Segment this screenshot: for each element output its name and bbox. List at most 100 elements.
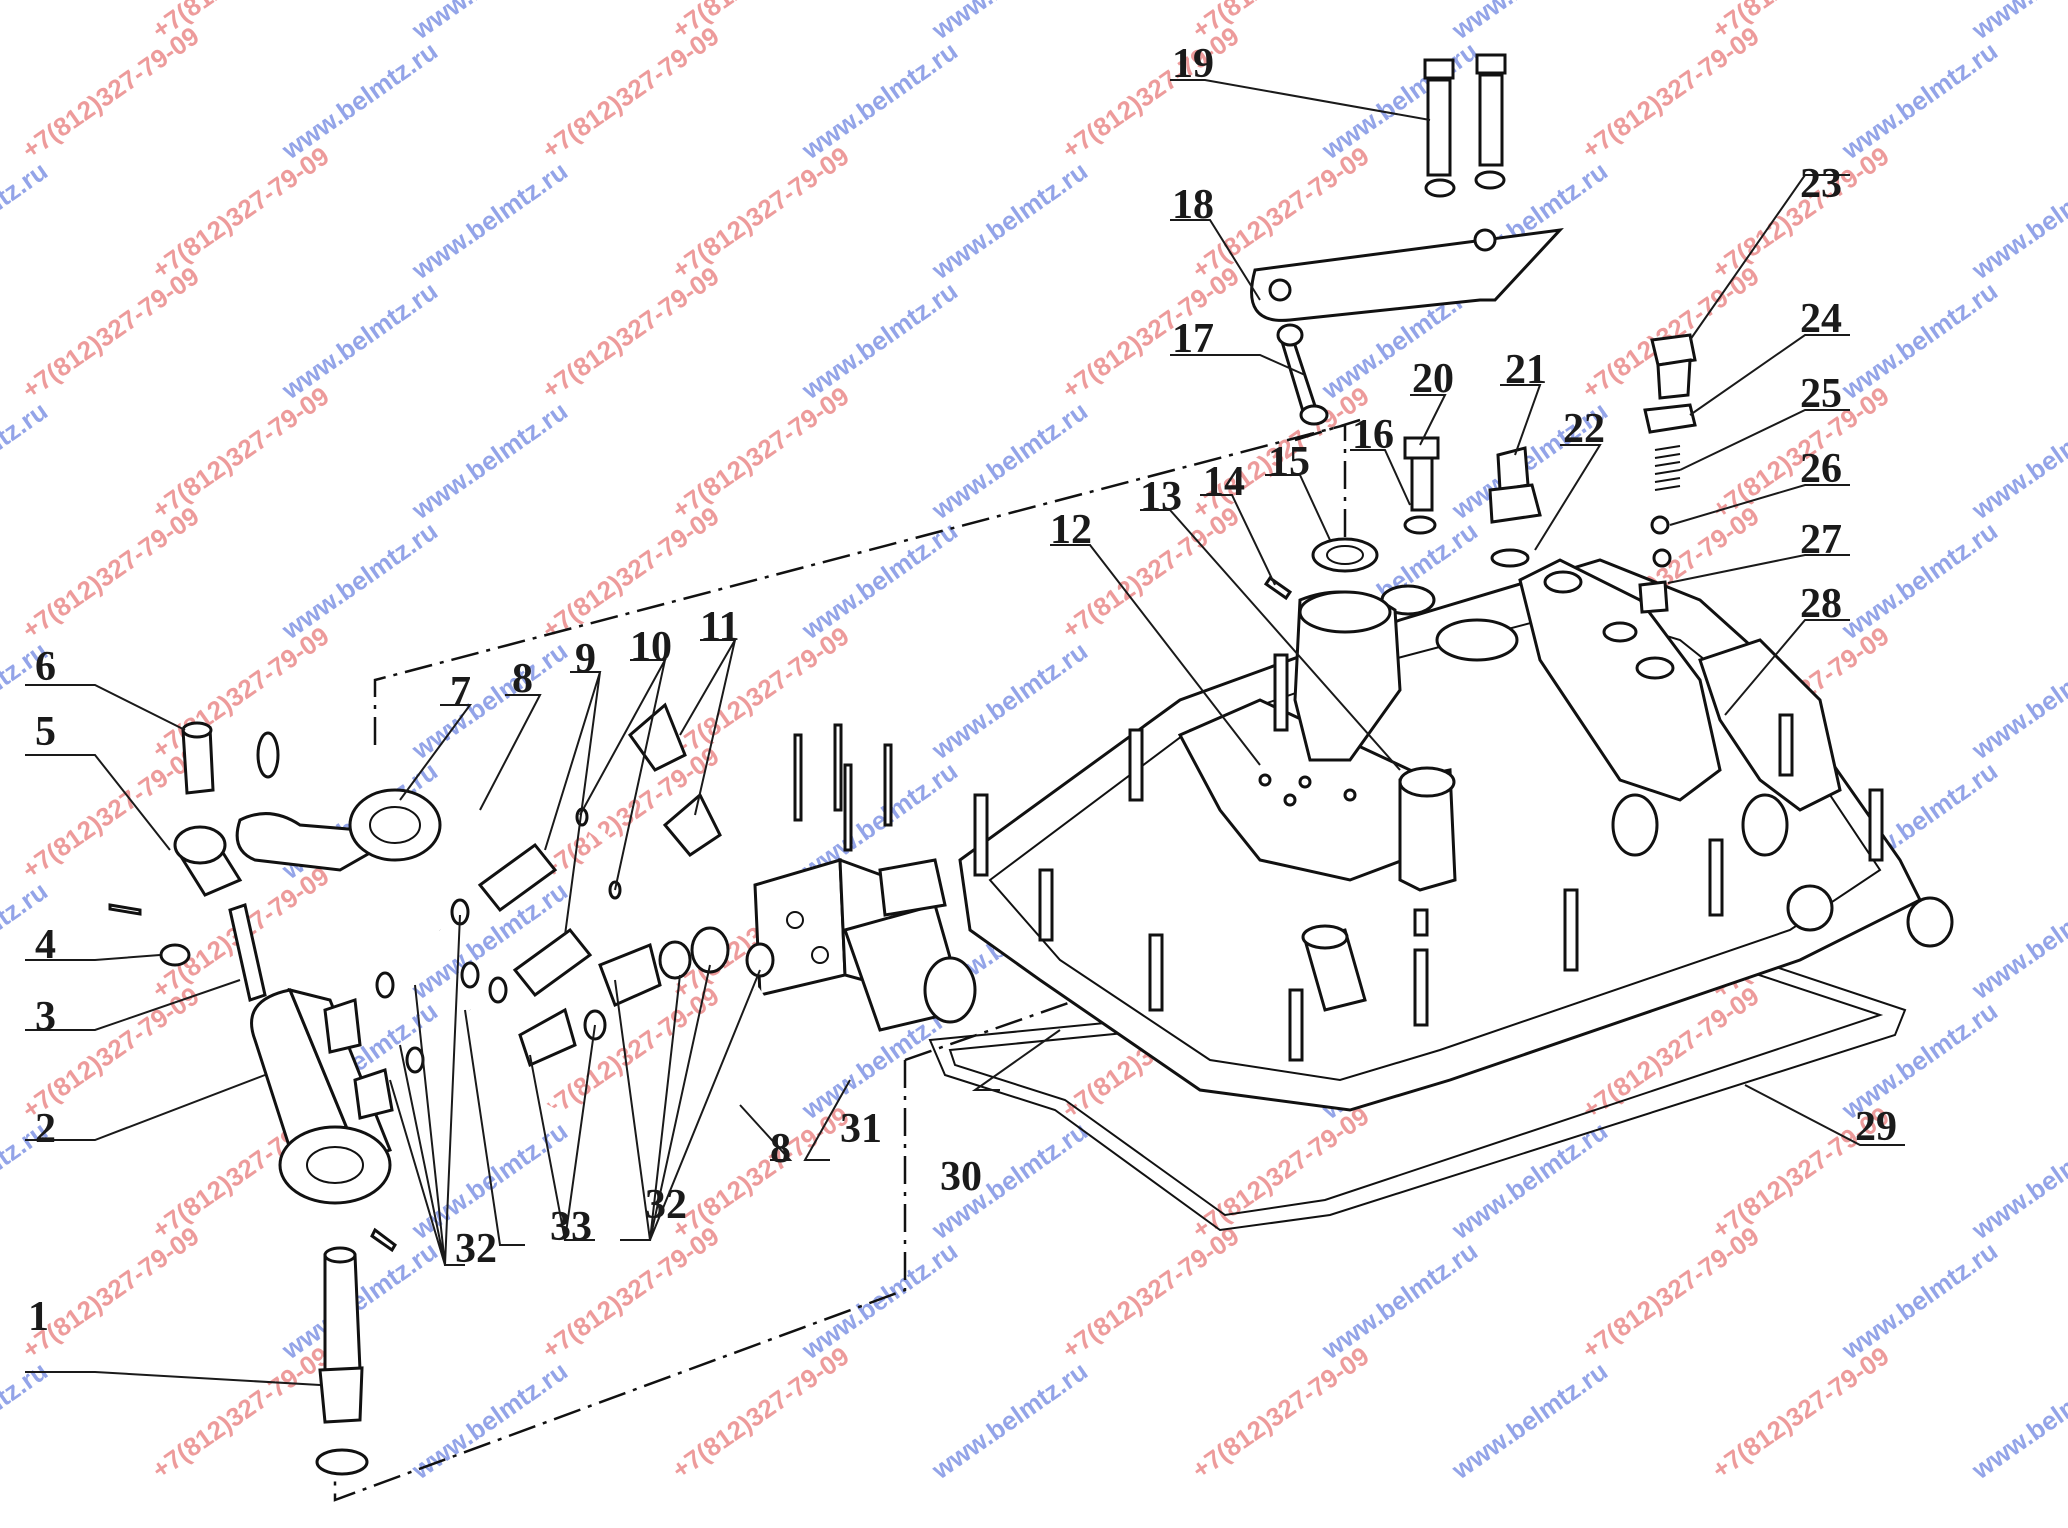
seal-15 (1311, 537, 1379, 573)
watermark-phone: +7(812)327-79-09 (536, 21, 724, 165)
watermark-phone: +7(812)327-79-09 (666, 1341, 854, 1485)
leader-lines (25, 79, 1905, 1386)
watermark-phone: +7(812)327-79-09 (1056, 21, 1244, 165)
watermark-phone: +7(812)327-79-09 (666, 141, 854, 285)
watermark-site: www.belmtz.ru (1315, 1236, 1483, 1366)
watermark-site: www.belmtz.ru (1835, 276, 2003, 406)
callout-26: 26 (1800, 446, 1842, 492)
washer-4 (108, 903, 191, 967)
callout-16: 16 (1352, 412, 1394, 458)
watermark-phone: +7(812)327-79-09 (16, 501, 204, 645)
bolt-23 (1650, 333, 1697, 400)
lever-5 (173, 825, 243, 897)
watermark-site: www.belmtz.ru (1965, 636, 2068, 766)
callout-5: 5 (35, 709, 56, 755)
callout-23: 23 (1800, 161, 1842, 207)
watermark-site: www.belmtz.ru (1965, 1116, 2068, 1246)
watermark-phone: +7(812)327-79-09 (146, 141, 334, 285)
watermark-phone: +7(812)327-79-09 (666, 621, 854, 765)
callout-14: 14 (1203, 459, 1245, 505)
ball-26 (1650, 515, 1672, 568)
pin-14 (1263, 575, 1293, 601)
watermark-site: www.belmtz.ru (0, 156, 53, 286)
watermark-site: www.belmtz.ru (795, 276, 963, 406)
watermark-site: www.belmtz.ru (275, 36, 443, 166)
watermark-phone: +7(812)327-79-09 (146, 621, 334, 765)
watermark-site: www.belmtz.ru (795, 516, 963, 646)
watermark-phone: +7(812)327-79-09 (1186, 1341, 1374, 1485)
callout-25: 25 (1800, 371, 1842, 417)
watermark-phone: +7(812)327-79-09 (536, 981, 724, 1125)
valve-block-12 (1177, 590, 1457, 892)
callout-19: 19 (1172, 41, 1214, 87)
callout-32-right: 32 (645, 1182, 687, 1228)
callout-8-upper: 8 (512, 656, 533, 702)
hose-8 (407, 805, 779, 1137)
watermark-site: www.belmtz.ru (0, 1356, 53, 1486)
watermark-site: www.belmtz.ru (925, 156, 1093, 286)
callout-27: 27 (1800, 517, 1842, 563)
watermark-phone: +7(812)327-79-09 (1576, 1221, 1764, 1365)
lever-7 (235, 788, 442, 872)
cylinder-2 (250, 987, 394, 1205)
callout-10: 10 (630, 624, 672, 670)
bolt-16 (1403, 436, 1440, 535)
callout-4: 4 (35, 922, 56, 968)
watermark-phone: +7(812)327-79-09 (16, 21, 204, 165)
callout-24: 24 (1800, 296, 1842, 342)
fittings-9-11 (477, 702, 775, 1068)
callout-28: 28 (1800, 581, 1842, 627)
watermark-site: www.belmtz.ru (1445, 1116, 1613, 1246)
watermark-site: www.belmtz.ru (1965, 396, 2068, 526)
watermark-site: www.belmtz.ru (405, 0, 573, 45)
watermark-phone: +7(812)327-79-09 (1186, 1101, 1374, 1245)
callout-1: 1 (28, 1294, 49, 1340)
gasket-29 (928, 958, 1907, 1232)
watermark-site: www.belmtz.ru (1965, 876, 2068, 1006)
watermark-site: www.belmtz.ru (925, 0, 1093, 45)
watermark-phone: +7(812)327-79-09 (1576, 21, 1764, 165)
callout-2: 2 (35, 1106, 56, 1152)
watermark-site: www.belmtz.ru (925, 1356, 1093, 1486)
switch-21 (1488, 446, 1542, 568)
callout-15: 15 (1268, 439, 1310, 485)
fitting-30 (1301, 924, 1367, 1012)
plug-27 (1638, 580, 1669, 614)
watermark-site: www.belmtz.ru (405, 396, 573, 526)
solenoid-valve-31 (753, 723, 977, 1032)
spring-25 (1654, 445, 1681, 491)
housing-28 (958, 558, 1954, 1112)
bushing-6 (181, 721, 280, 795)
shaft-1 (315, 1227, 397, 1476)
stud-19 (1423, 53, 1507, 198)
watermark-phone: +7(812)327-79-09 (666, 381, 854, 525)
watermark-phone: +7(812)327-79-09 (536, 261, 724, 405)
watermark-site: www.belmtz.ru (795, 36, 963, 166)
watermark-site: www.belmtz.ru (405, 156, 573, 286)
callout-9: 9 (575, 636, 596, 682)
callout-18: 18 (1172, 182, 1214, 228)
watermark-site: www.belmtz.ru (1315, 36, 1483, 166)
rod-3 (228, 903, 267, 1002)
watermark-phone: +7(812)327-79-09 (1706, 1341, 1894, 1485)
watermark-site: www.belmtz.ru (1445, 1356, 1613, 1486)
watermark-phone: +7(812)327-79-09 (146, 381, 334, 525)
watermark-phone: +7(812)327-79-09 (1056, 1221, 1244, 1365)
watermark-phone: +7(812)327-79-09 (1056, 261, 1244, 405)
callout-22: 22 (1563, 406, 1605, 452)
watermark-site: www.belmtz.ru (275, 276, 443, 406)
callout-3: 3 (35, 994, 56, 1040)
rod-17 (1276, 323, 1329, 426)
watermark-site: www.belmtz.ru (275, 516, 443, 646)
watermark-site: www.belmtz.ru (0, 0, 53, 45)
callout-13: 13 (1140, 474, 1182, 520)
watermark-site: www.belmtz.ru (1835, 516, 2003, 646)
callout-6: 6 (35, 644, 56, 690)
watermark-site: www.belmtz.ru (1965, 156, 2068, 286)
callout-11: 11 (700, 604, 740, 650)
housing-studs (973, 653, 1884, 1062)
watermark-phone: +7(812)327-79-09 (16, 261, 204, 405)
watermark-site: www.belmtz.ru (1965, 1356, 2068, 1486)
callout-12: 12 (1050, 507, 1092, 553)
